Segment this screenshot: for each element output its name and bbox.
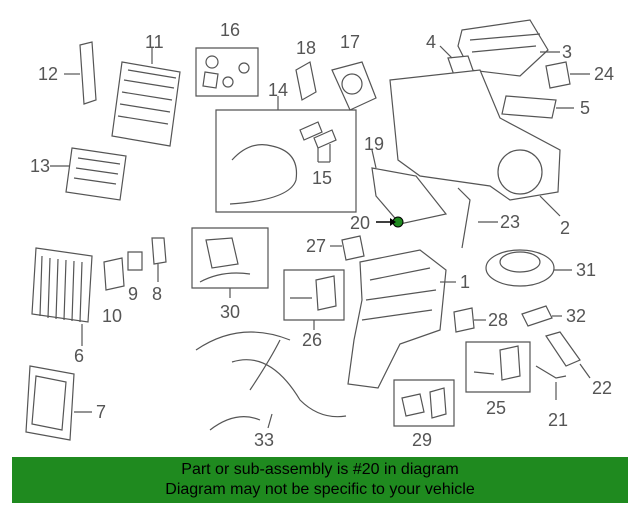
callout-16: 16 xyxy=(220,20,240,40)
callout-32: 32 xyxy=(566,306,586,326)
part-31-blower-motor: 31 xyxy=(485,249,596,287)
callout-20: 20 xyxy=(350,213,370,233)
callout-17: 17 xyxy=(340,32,360,52)
part-30-bracket-kit: 30 xyxy=(191,227,269,322)
callout-12: 12 xyxy=(38,64,58,84)
part-33-wiring-harness: 33 xyxy=(195,331,347,450)
part-7-seal: 7 xyxy=(25,365,106,441)
part-5-cabin-filter: 5 xyxy=(501,95,590,119)
part-1-case: 1 xyxy=(347,249,470,389)
banner-line-1: Part or sub-assembly is #20 in diagram xyxy=(181,461,459,478)
part-6-core: 6 xyxy=(31,247,93,366)
part-28-actuator: 28 xyxy=(453,307,508,333)
callout-24: 24 xyxy=(594,64,614,84)
part-22-connector: 22 xyxy=(545,331,612,398)
callout-7: 7 xyxy=(96,402,106,422)
info-banner: Part or sub-assembly is #20 in diagram D… xyxy=(12,457,628,503)
callout-5: 5 xyxy=(580,98,590,118)
callout-33: 33 xyxy=(254,430,274,450)
callout-3: 3 xyxy=(562,42,572,62)
part-11-evaporator: 11 xyxy=(111,32,181,147)
callout-1: 1 xyxy=(460,272,470,292)
part-26-kit: 26 xyxy=(283,269,345,350)
callout-2: 2 xyxy=(560,218,570,238)
callout-11: 11 xyxy=(145,32,164,52)
callout-22: 22 xyxy=(592,378,612,398)
callout-28: 28 xyxy=(488,310,508,330)
callout-21: 21 xyxy=(548,410,568,430)
part-2-blower-housing: 2 xyxy=(389,69,570,238)
callout-14: 14 xyxy=(268,80,288,100)
part-14-hoses: 14 15 xyxy=(215,80,357,213)
callout-19: 19 xyxy=(364,134,384,154)
part-17-gasket: 17 xyxy=(331,32,377,111)
callout-13: 13 xyxy=(30,156,50,176)
part-27-actuator: 27 xyxy=(306,235,365,261)
part-10-seal: 10 xyxy=(102,257,125,326)
part-19-seal: 19 xyxy=(364,134,448,225)
callout-6: 6 xyxy=(74,346,84,366)
callout-30: 30 xyxy=(220,302,240,322)
part-3-housing-upper: 3 xyxy=(457,19,572,77)
callout-18: 18 xyxy=(296,38,316,58)
part-20-highlighted: 20 xyxy=(350,213,404,233)
part-13-heater-core: 13 xyxy=(30,147,127,201)
callout-23: 23 xyxy=(500,212,520,232)
parts-diagram: 12 11 13 16 18 17 xyxy=(25,19,614,450)
callout-29: 29 xyxy=(412,430,432,450)
callout-4: 4 xyxy=(426,32,436,52)
callout-26: 26 xyxy=(302,330,322,350)
part-24-actuator: 24 xyxy=(545,61,614,89)
part-25-kit: 25 xyxy=(465,341,531,418)
part-21-connector: 21 xyxy=(535,365,568,430)
part-23-drain-tube: 23 xyxy=(457,187,520,249)
callout-15: 15 xyxy=(312,168,332,188)
part-9-clip: 9 xyxy=(127,251,143,304)
callout-10: 10 xyxy=(102,306,122,326)
part-8-sensor: 8 xyxy=(151,237,167,304)
callout-9: 9 xyxy=(128,284,138,304)
callout-27: 27 xyxy=(306,236,326,256)
part-18-sensor: 18 xyxy=(295,38,317,101)
part-12-bracket: 12 xyxy=(38,41,97,105)
callout-8: 8 xyxy=(152,284,162,304)
callout-31: 31 xyxy=(576,260,596,280)
part-32-resistor: 32 xyxy=(521,305,586,327)
callout-25: 25 xyxy=(486,398,506,418)
part-16-hardware: 16 xyxy=(195,20,259,97)
banner-line-2: Diagram may not be specific to your vehi… xyxy=(165,481,475,498)
part-29-kit: 29 xyxy=(393,379,455,450)
